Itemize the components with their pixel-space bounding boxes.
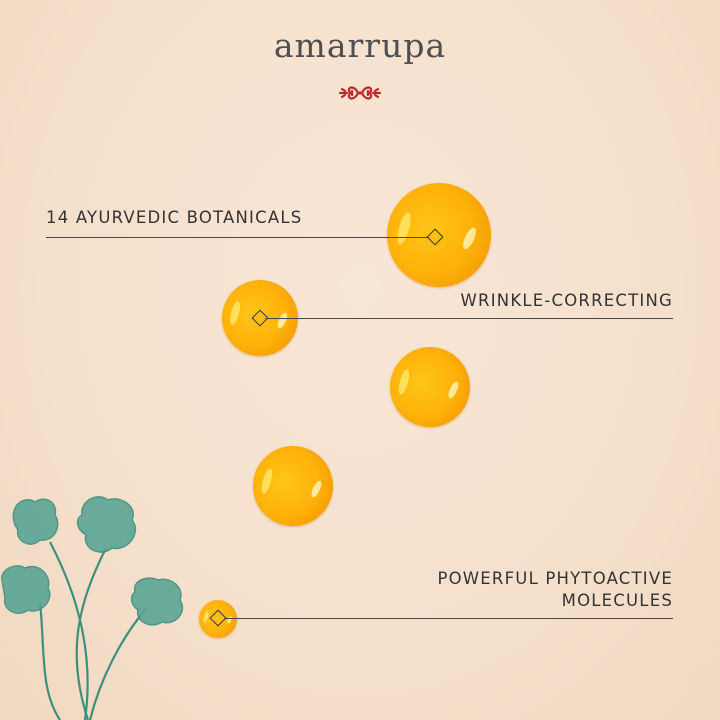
callout-line	[264, 318, 673, 319]
callout-phytoactive-line1: POWERFUL PHYTOACTIVE	[437, 569, 673, 588]
brand-logo: amarrupa	[273, 26, 447, 65]
callout-botanicals: 14 AYURVEDIC BOTANICALS	[46, 208, 303, 227]
oil-drop-medium	[390, 347, 470, 427]
ornamental-scroll-icon	[338, 86, 382, 100]
oil-drop-medium	[253, 446, 333, 526]
callout-wrinkle-correcting: WRINKLE-CORRECTING	[460, 291, 673, 310]
callout-phytoactive-line2: MOLECULES	[561, 591, 673, 610]
callout-line	[46, 237, 430, 238]
centella-leaves-illustration	[1, 496, 184, 720]
callout-phytoactive: POWERFUL PHYTOACTIVE MOLECULES	[437, 568, 673, 612]
callout-line	[224, 618, 673, 619]
